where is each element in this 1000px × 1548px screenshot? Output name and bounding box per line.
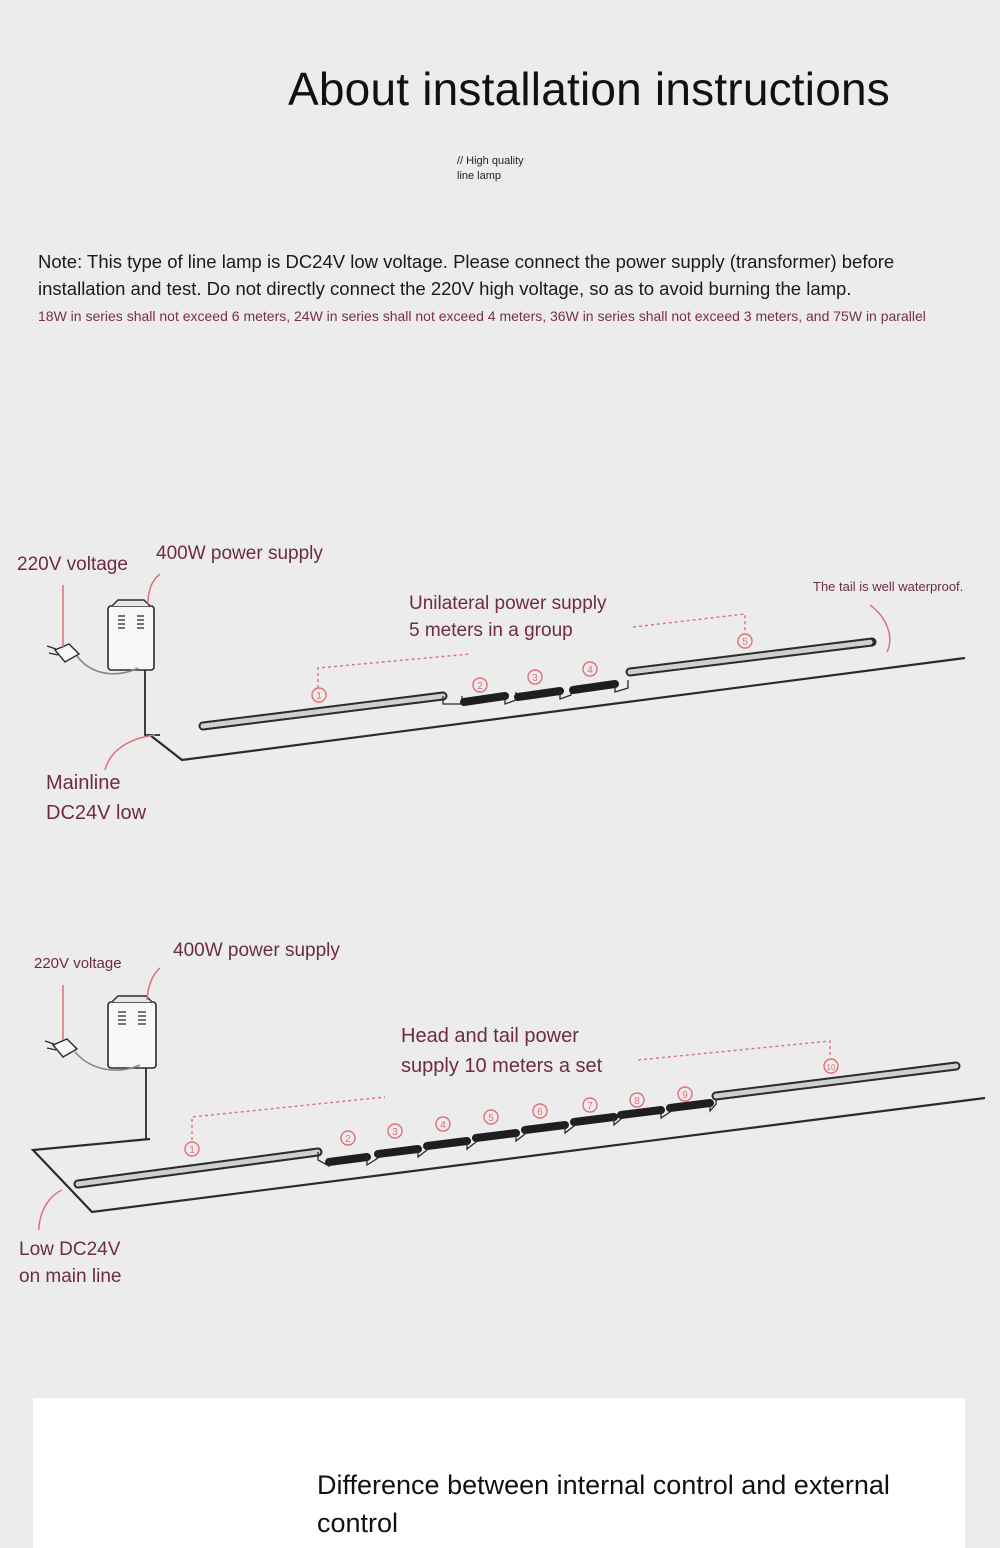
d1-short-bar-3 [514,687,564,701]
d2-floor-line [30,1096,986,1214]
d2-plug-cable [74,1051,141,1071]
d2-marker-1-label: 1 [189,1145,195,1156]
d2-short-bar-4 [423,1137,471,1150]
series-limit-note: 18W in series shall not exceed 6 meters,… [38,308,926,324]
d1-marker-4: 4 [582,661,598,677]
d1-long-bar-5-leds [627,639,875,675]
d2-group-label: Head and tail power supply 10 meters a s… [401,1021,602,1081]
d1-mainline-line-2: DC24V low [46,802,147,824]
d2-power-label: 400W power supply [173,940,340,961]
diagram-head-and-tail: 1 2 3 4 5 6 7 8 9 10 [30,967,986,1230]
d2-marker-5-label: 5 [488,1113,494,1124]
d2-marker-10: 10 [823,1058,839,1074]
d2-group-bracket-right [637,1040,831,1061]
d2-voltage-label: 220V voltage [34,955,122,972]
section-title: Difference between internal control and … [317,1470,890,1538]
d2-power-supply-icon [107,995,157,1069]
subtag-line-1: // High quality [457,155,524,167]
d1-marker-3: 3 [527,669,543,685]
d1-main-cable [144,670,160,736]
d2-marker-3: 3 [387,1123,403,1139]
d1-voltage-label: 220V voltage [17,554,128,575]
d1-group-bracket-left [317,653,471,688]
d2-connector-4 [466,1134,477,1151]
d1-short-bar-2 [460,692,509,706]
section-panel [33,1398,965,1548]
page-title: About installation instructions [288,63,890,115]
d2-short-bar-5 [472,1129,520,1142]
d2-group-bracket-left [191,1096,386,1140]
d1-marker-5: 5 [737,633,753,649]
d1-power-leader [147,573,161,605]
d2-marker-7: 7 [582,1097,598,1113]
d1-mainline-leader [104,734,156,771]
voltage-note: Note: This type of line lamp is DC24V lo… [38,251,895,299]
d1-connector-4 [614,680,629,693]
d1-marker-2-label: 2 [477,681,483,692]
d1-power-supply-icon [107,599,155,671]
subtitle-tag: // High quality line lamp [457,154,524,184]
d2-connector-5 [515,1126,526,1143]
d2-short-bar-3 [374,1145,422,1158]
d1-marker-5-label: 5 [742,637,748,648]
d2-marker-3-label: 3 [392,1127,398,1138]
d2-connector-1 [317,1152,330,1168]
d2-marker-1: 1 [184,1141,200,1157]
d1-mainline-label: Mainline DC24V low [46,768,146,828]
d1-group-bracket-right [632,613,746,633]
d1-long-bar-1-leds [200,693,446,729]
d1-marker-2: 2 [472,677,488,693]
subtag-line-2: line lamp [457,170,502,182]
d2-marker-8: 8 [629,1092,645,1108]
d1-marker-1-label: 1 [316,691,322,702]
d2-marker-2: 2 [340,1130,356,1146]
d2-short-bar-2 [325,1153,371,1166]
d2-short-bar-6 [521,1121,569,1134]
d1-marker-3-label: 3 [532,673,538,684]
d1-marker-4-label: 4 [587,665,593,676]
d2-marker-4-label: 4 [440,1120,446,1131]
d2-mainline-line-2: on main line [19,1266,122,1287]
d1-mainline-line-1: Mainline [46,772,121,794]
d1-power-label: 400W power supply [156,543,323,564]
d1-group-line-1: Unilateral power supply [409,593,607,614]
d1-floor-line [149,656,966,762]
d2-mainline-line-1: Low DC24V [19,1239,121,1260]
d2-connector-7 [613,1111,622,1127]
d1-tail-label: The tail is well waterproof. [813,579,964,594]
d2-short-bar-9 [666,1099,714,1112]
d1-marker-1: 1 [311,687,327,703]
d1-plug-icon [46,643,81,663]
d2-plug-icon [44,1038,79,1058]
d1-short-bar-4 [569,680,619,694]
d2-marker-2-label: 2 [345,1134,351,1145]
d2-marker-9-label: 9 [682,1090,688,1101]
d2-long-bar-10-leds [713,1063,959,1099]
diagram-unilateral: 1 2 3 4 5 [46,573,966,771]
d2-marker-9: 9 [677,1086,693,1102]
d1-group-line-2: 5 meters in a group [409,620,573,641]
d1-group-label: Unilateral power supply 5 meters in a gr… [409,590,607,644]
d2-marker-7-label: 7 [587,1101,593,1112]
d1-plug-cable [76,655,139,675]
d2-marker-10-label: 10 [827,1063,836,1072]
d2-marker-6-label: 6 [537,1107,543,1118]
d2-group-line-1: Head and tail power [401,1025,579,1047]
d2-short-bar-8 [617,1106,665,1119]
d1-tail-leader [869,604,891,653]
d2-connector-2 [366,1150,379,1167]
d2-mainline-label: Low DC24V on main line [19,1236,121,1290]
d2-marker-8-label: 8 [634,1096,640,1107]
d2-connector-8 [660,1104,671,1120]
d2-long-bar-1-leds [75,1149,321,1187]
d2-marker-6: 6 [532,1103,548,1119]
d2-marker-5: 5 [483,1109,499,1125]
d2-mainline-leader [38,1189,63,1230]
d2-short-bar-7 [570,1113,618,1126]
d2-marker-4: 4 [435,1116,451,1132]
d2-power-leader [146,967,161,1001]
d2-connector-6 [564,1118,575,1135]
d2-connector-3 [417,1142,428,1159]
d2-group-line-2: supply 10 meters a set [401,1055,603,1077]
